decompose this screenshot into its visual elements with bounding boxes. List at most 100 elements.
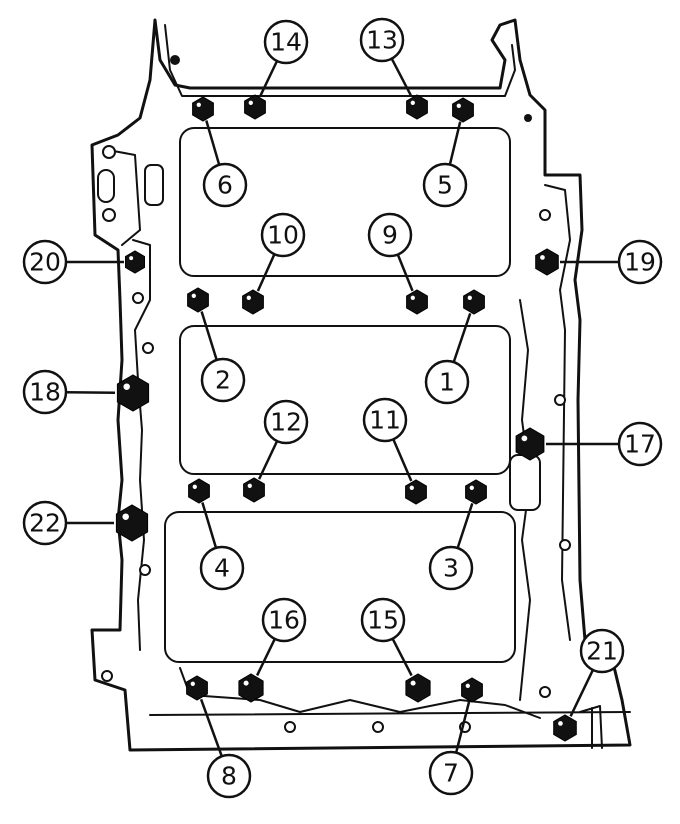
callout-number-14: 14 [270,28,302,57]
callout-5: 5 [422,162,468,208]
bolt-highlight-8 [190,681,195,686]
leader-line-10 [256,253,276,292]
callout-circle-22 [22,500,68,546]
bolt-highlight-21 [558,721,563,726]
leader-line-6 [205,120,221,166]
callout-circle-13 [359,17,405,63]
bolt-highlight-1 [467,295,472,300]
bolt-highlight-5 [456,103,461,108]
callout-number-6: 6 [217,171,233,200]
bolt-highlight-18 [123,383,130,390]
callout-number-11: 11 [369,406,401,435]
callout-circle-8 [206,753,252,799]
bolt-highlight-10 [246,295,251,300]
leader-line-13 [390,58,413,97]
bolt-13 [406,94,428,120]
leader-line-21 [569,669,595,717]
bolt-highlight-14 [248,100,253,105]
callout-circle-1 [424,359,470,405]
callout-circle-3 [428,545,474,591]
bolt-12 [243,477,265,503]
bolt-4 [188,478,210,504]
bolt-7 [461,677,483,703]
callout-number-12: 12 [270,408,302,437]
bolt-highlight-7 [465,683,470,688]
callout-19: 19 [617,239,663,285]
callout-number-9: 9 [382,221,398,250]
callout-10: 10 [260,212,306,258]
leader-line-11 [392,438,413,482]
callout-21: 21 [579,628,625,674]
housing-outline [90,18,632,752]
bolt-highlight-12 [247,483,252,488]
callout-circle-18 [22,369,68,415]
callout-number-18: 18 [29,378,61,407]
callout-circle-20 [22,239,68,285]
bolt-2 [187,287,209,313]
callout-13: 13 [359,17,405,63]
callout-number-7: 7 [443,759,459,788]
bolt-highlight-11 [409,485,414,490]
bolt-highlight-19 [540,255,545,260]
bolt-6 [192,96,214,122]
leader-line-16 [255,638,276,676]
bolt-highlight-4 [192,484,197,489]
callout-7: 7 [428,750,474,796]
callout-20: 20 [22,239,68,285]
bolt-highlight-20 [129,256,134,261]
bolt-11 [405,479,427,505]
callout-number-4: 4 [214,554,230,583]
callout-2: 2 [200,357,246,403]
bolt-highlight-16 [243,680,249,686]
bolt-1 [463,289,485,315]
bolt-19 [535,248,559,276]
callout-number-5: 5 [437,171,453,200]
callout-number-1: 1 [439,368,455,397]
callout-number-20: 20 [29,248,61,277]
leader-line-18 [65,390,116,395]
leader-line-4 [201,502,218,549]
leader-line-15 [391,638,413,677]
leader-line-2 [200,311,218,361]
callout-9: 9 [367,212,413,258]
callout-circle-4 [199,545,245,591]
callout-number-2: 2 [215,366,231,395]
callout-circle-9 [367,212,413,258]
callout-circle-6 [202,162,248,208]
bolt-highlight-9 [410,295,415,300]
bolts-layer [115,94,577,742]
callout-circle-19 [617,239,663,285]
callout-number-19: 19 [624,248,656,277]
callout-6: 6 [202,162,248,208]
leader-line-3 [456,503,474,549]
bolt-15 [405,673,431,703]
leader-line-8 [199,698,223,757]
callout-circle-11 [362,397,408,443]
callout-22: 22 [22,500,68,546]
leader-lines-layer [65,58,619,757]
callout-circle-10 [260,212,306,258]
callout-circle-16 [261,597,307,643]
bolt-5 [452,97,474,123]
leader-line-14 [259,60,279,97]
callout-circle-21 [579,628,625,674]
callout-4: 4 [199,545,245,591]
leader-line-5 [448,121,462,165]
callout-18: 18 [22,369,68,415]
callout-number-16: 16 [268,606,300,635]
leader-line-12 [257,440,279,480]
callout-8: 8 [206,753,252,799]
callout-number-17: 17 [624,430,656,459]
callout-number-22: 22 [29,509,61,538]
bolt-21 [553,714,577,742]
bolt-10 [242,289,264,315]
callout-number-8: 8 [221,762,237,791]
bolt-3 [465,479,487,505]
callout-14: 14 [263,19,309,65]
callout-15: 15 [360,597,406,643]
callout-circle-17 [617,421,663,467]
bolt-highlight-3 [469,485,474,490]
callout-number-21: 21 [586,637,618,666]
